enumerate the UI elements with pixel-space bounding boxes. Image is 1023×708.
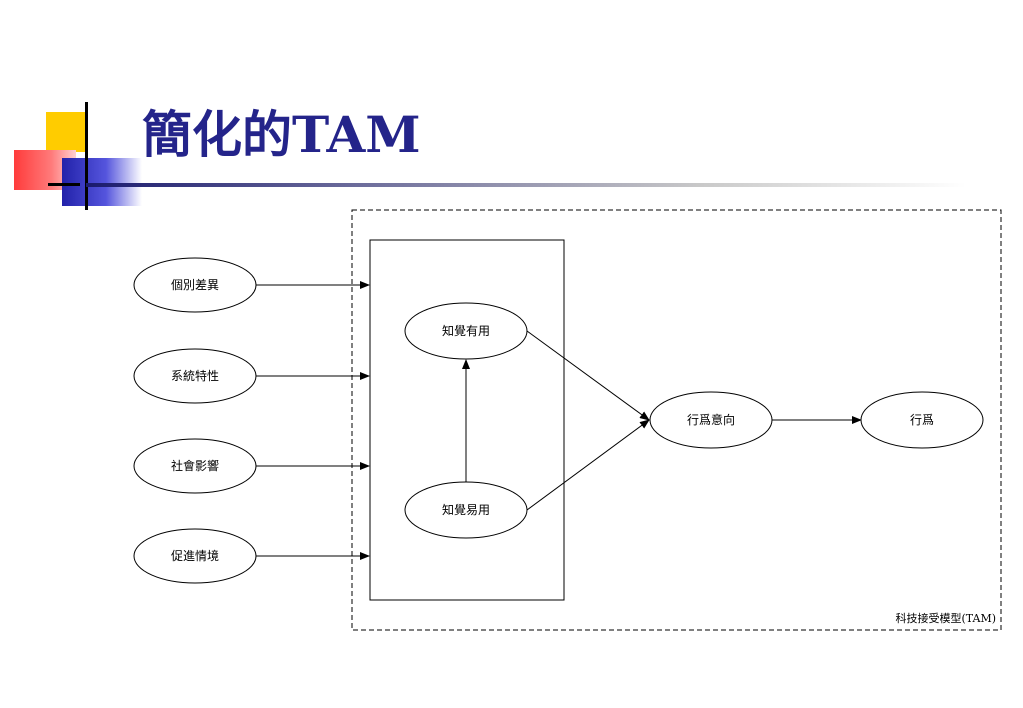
tam-model-boundary — [351, 209, 1002, 631]
node-label: 行爲意向 — [687, 412, 735, 427]
node-social-influence: 社會影響 — [133, 438, 257, 494]
node-individual-differences: 個別差異 — [133, 257, 257, 313]
decor-blue-square — [62, 158, 142, 206]
node-perceived-ease-of-use: 知覺易用 — [404, 481, 528, 539]
node-system-characteristics: 系統特性 — [133, 348, 257, 404]
node-perceived-usefulness: 知覺有用 — [404, 302, 528, 360]
slide-title: 簡化的TAM — [142, 105, 421, 164]
node-label: 社會影響 — [171, 458, 219, 473]
arrow-usefulness-to-intention — [526, 330, 650, 421]
diagram-caption: 科技接受模型(TAM) — [895, 611, 996, 625]
decor-vertical-line — [85, 102, 88, 210]
node-label: 個別差異 — [171, 278, 219, 292]
title-underline — [86, 183, 966, 187]
node-facilitating-conditions: 促進情境 — [133, 528, 257, 584]
node-label: 促進情境 — [171, 548, 219, 563]
node-behavior: 行爲 — [860, 391, 984, 449]
node-behavioral-intention: 行爲意向 — [649, 391, 773, 449]
node-label: 知覺有用 — [442, 324, 490, 338]
decor-yellow-square — [46, 112, 86, 152]
arrow-ease-to-intention — [526, 419, 650, 511]
perception-box — [369, 239, 565, 601]
decor-horizontal-line — [48, 183, 80, 186]
node-label: 知覺易用 — [442, 503, 490, 517]
node-label: 系統特性 — [171, 368, 219, 383]
node-label: 行爲 — [910, 413, 934, 427]
